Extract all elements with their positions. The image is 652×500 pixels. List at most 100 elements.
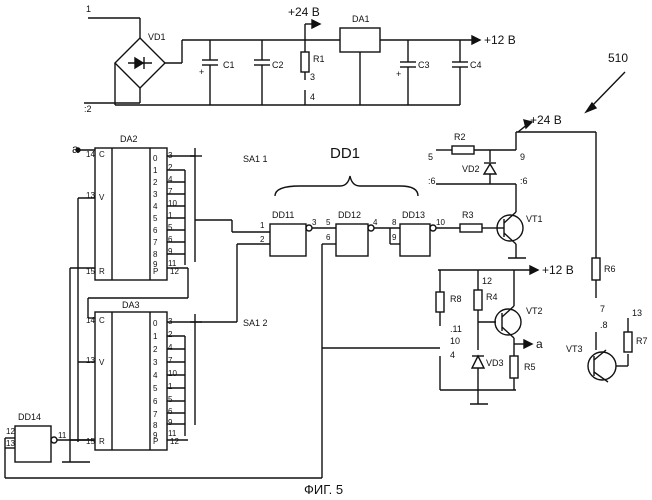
- label-vt3: VT3: [566, 344, 583, 354]
- resistor-r8: [436, 292, 444, 312]
- svg-text:9: 9: [168, 418, 173, 427]
- reference-510: 510: [608, 51, 628, 65]
- label-r7: R7: [636, 336, 648, 346]
- svg-text:1: 1: [153, 332, 158, 341]
- da2-outputs: 0 1 2 3 4 5 6 7 8 9 3 2 4 7 10 1 5 6 9 1…: [153, 151, 177, 269]
- svg-text:R: R: [99, 437, 105, 446]
- svg-text:C: C: [99, 316, 105, 325]
- transistor-vt2: [495, 309, 521, 335]
- input-a-left: a: [72, 142, 79, 156]
- svg-text:6: 6: [326, 233, 331, 242]
- label-da3: DA3: [122, 300, 140, 310]
- label-r4: R4: [486, 292, 498, 302]
- label-da2: DA2: [120, 134, 138, 144]
- input-terminal-1: 1: [86, 4, 91, 14]
- resistor-r1: [301, 52, 309, 72]
- svg-text:9: 9: [153, 431, 158, 440]
- svg-text:13: 13: [86, 356, 95, 365]
- svg-text:2: 2: [153, 345, 158, 354]
- label-vd1: VD1: [148, 32, 166, 42]
- label-r8: R8: [450, 294, 462, 304]
- input-terminal-2: :2: [84, 104, 92, 114]
- svg-text:14: 14: [86, 316, 95, 325]
- resistor-r4: [474, 290, 482, 310]
- label-r3: R3: [462, 210, 474, 220]
- svg-text:7: 7: [153, 238, 158, 247]
- output-a-right: a: [536, 337, 543, 351]
- label-dd11: DD11: [272, 210, 294, 220]
- svg-text:11: 11: [168, 429, 177, 438]
- svg-text:15: 15: [86, 437, 95, 446]
- gate-dd11: [270, 224, 306, 256]
- label-dd14: DD14: [18, 412, 41, 422]
- label-r2: R2: [454, 132, 466, 142]
- svg-text:7: 7: [153, 410, 158, 419]
- svg-text:12: 12: [170, 437, 179, 446]
- svg-text:2: 2: [168, 330, 173, 339]
- svg-text:2: 2: [153, 178, 158, 187]
- svg-text:3: 3: [153, 190, 158, 199]
- svg-text:R: R: [99, 267, 105, 276]
- svg-text:3: 3: [153, 358, 158, 367]
- svg-text:14: 14: [86, 150, 95, 159]
- node-8: .8: [600, 320, 608, 330]
- label-sa1-2: SA1 2: [243, 318, 268, 328]
- svg-text:8: 8: [153, 421, 158, 430]
- label-dd1: DD1: [330, 145, 360, 162]
- svg-text:1: 1: [260, 221, 265, 230]
- node-12: 12: [482, 276, 492, 286]
- node-3: 3: [310, 72, 315, 82]
- svg-text:11: 11: [168, 259, 177, 268]
- label-c4: C4: [470, 60, 482, 70]
- svg-text:5: 5: [153, 384, 158, 393]
- node-6-left: :6: [428, 176, 436, 186]
- node-11: .11: [450, 324, 462, 334]
- node-10: 10: [450, 336, 460, 346]
- svg-text:13: 13: [6, 439, 15, 448]
- svg-text:9: 9: [153, 260, 158, 269]
- resistor-r3: [460, 224, 482, 232]
- svg-text:4: 4: [153, 371, 158, 380]
- dd1-brace: [275, 176, 418, 196]
- svg-text:8: 8: [392, 218, 397, 227]
- label-vd2: VD2: [462, 164, 480, 174]
- label-plus12-top: +12 В: [484, 33, 516, 47]
- label-sa1-1: SA1 1: [243, 154, 268, 164]
- gate-dd13: [400, 224, 430, 256]
- label-r1: R1: [313, 54, 325, 64]
- node-7: 7: [600, 304, 605, 314]
- label-c1: C1: [223, 60, 235, 70]
- gate-dd12: [336, 224, 368, 256]
- label-dd12: DD12: [338, 210, 361, 220]
- node-9: 9: [520, 152, 525, 162]
- svg-text:+: +: [396, 69, 401, 79]
- label-c3: C3: [418, 60, 430, 70]
- resistor-r5: [510, 356, 518, 378]
- label-plus12-mid: +12 В: [542, 263, 574, 277]
- svg-text:4: 4: [153, 202, 158, 211]
- zener-vd3: [472, 356, 484, 368]
- svg-text:2: 2: [260, 235, 265, 244]
- label-vd3: VD3: [486, 358, 504, 368]
- svg-text:+: +: [199, 67, 204, 77]
- svg-text:5: 5: [168, 395, 173, 404]
- regulator-da1: [340, 28, 380, 52]
- svg-text:1: 1: [168, 382, 173, 391]
- node-5: 5: [428, 152, 433, 162]
- label-dd13: DD13: [402, 210, 425, 220]
- node-13: 13: [632, 308, 642, 318]
- node-4b: 4: [450, 350, 455, 360]
- svg-text:0: 0: [153, 319, 158, 328]
- svg-text:7: 7: [168, 356, 173, 365]
- label-vt2: VT2: [526, 306, 543, 316]
- gate-dd14: [15, 426, 51, 462]
- svg-text:5: 5: [326, 218, 331, 227]
- svg-text:5: 5: [153, 214, 158, 223]
- label-plus24-top: +24 В: [288, 5, 320, 19]
- node-4: 4: [310, 92, 315, 102]
- svg-text:V: V: [99, 193, 105, 202]
- svg-text:1: 1: [153, 166, 158, 175]
- label-r6: R6: [604, 264, 616, 274]
- svg-text:10: 10: [168, 369, 177, 378]
